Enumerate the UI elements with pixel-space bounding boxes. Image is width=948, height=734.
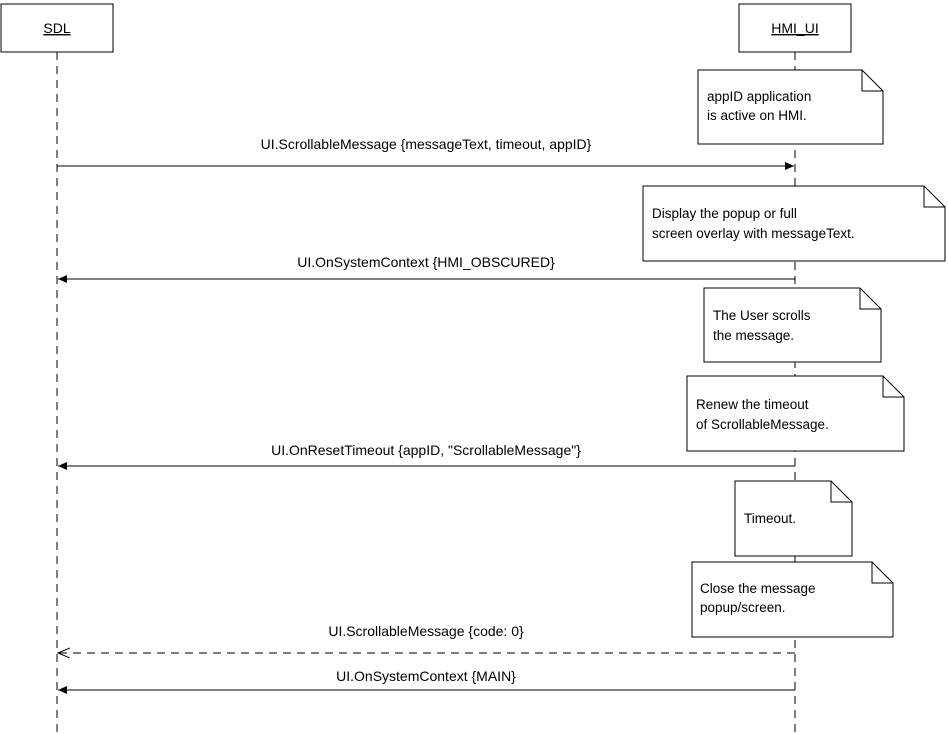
note-line: is active on HMI. <box>707 108 807 123</box>
message-system-context-main: UI.OnSystemContext {MAIN} <box>58 668 795 694</box>
note-line: Renew the timeout <box>696 397 809 412</box>
note-line: the message. <box>713 328 794 343</box>
message-reset-timeout: UI.OnResetTimeout {appID, "ScrollableMes… <box>58 442 795 470</box>
participant-label-hmi: HMI_UI <box>771 20 818 36</box>
note-line: appID application <box>707 89 811 104</box>
note-line: Timeout. <box>744 511 796 526</box>
note-user-scrolls: The User scrolls the message. <box>703 287 882 363</box>
message-label: UI.OnSystemContext {HMI_OBSCURED} <box>297 254 555 270</box>
participant-label-sdl: SDL <box>43 20 70 36</box>
note-line: popup/screen. <box>700 600 786 615</box>
participant-sdl: SDL <box>0 3 114 53</box>
message-label: UI.OnResetTimeout {appID, "ScrollableMes… <box>271 442 581 458</box>
message-label: UI.ScrollableMessage {code: 0} <box>328 623 524 639</box>
message-scrollable-response: UI.ScrollableMessage {code: 0} <box>58 623 795 653</box>
note-line: The User scrolls <box>713 308 811 323</box>
note-line: screen overlay with messageText. <box>652 226 855 241</box>
note-display-popup: Display the popup or full screen overlay… <box>642 185 946 262</box>
message-scrollable-request: UI.ScrollableMessage {messageText, timeo… <box>57 136 794 170</box>
note-close-message: Close the message popup/screen. <box>691 561 894 638</box>
message-label: UI.ScrollableMessage {messageText, timeo… <box>261 136 592 152</box>
message-system-context-obscured: UI.OnSystemContext {HMI_OBSCURED} <box>58 254 795 283</box>
note-line: Display the popup or full <box>652 206 797 221</box>
message-label: UI.OnSystemContext {MAIN} <box>336 668 516 684</box>
participant-hmi: HMI_UI <box>738 3 852 53</box>
note-timeout: Timeout. <box>734 480 853 557</box>
note-app-active: appID application is active on HMI. <box>697 69 884 145</box>
note-line: Close the message <box>700 581 816 596</box>
note-renew-timeout: Renew the timeout of ScrollableMessage. <box>686 375 905 452</box>
note-line: of ScrollableMessage. <box>696 417 829 432</box>
